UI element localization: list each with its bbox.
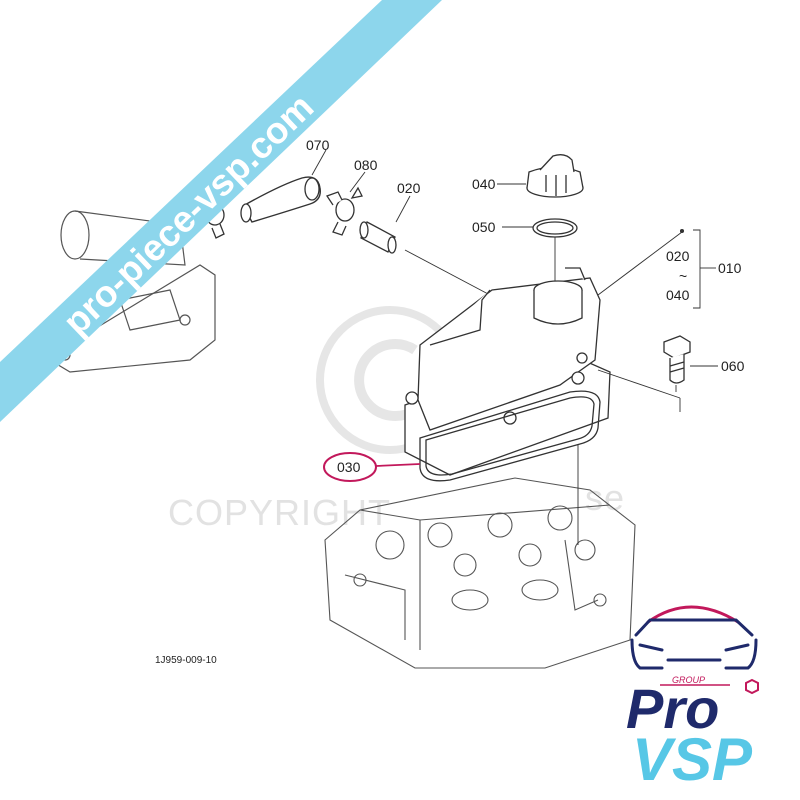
callout-050: 050 — [472, 219, 496, 235]
website-banner: pro-piece-vsp.com — [0, 0, 442, 422]
o-ring-050 — [532, 218, 578, 238]
callout-070: 070 — [306, 137, 330, 153]
callout-010: 010 — [718, 260, 742, 276]
hex-nut-icon — [745, 678, 759, 695]
logo-pro-text: Pro — [626, 677, 719, 740]
copyright-trailing-text: se — [585, 477, 625, 518]
logo-group-label: GROUP — [672, 675, 705, 685]
head-cover-010 — [404, 267, 611, 476]
hose-clamp-080 — [326, 186, 363, 236]
callout-040-range: 040 — [666, 287, 690, 303]
car-outline-icon — [630, 605, 758, 670]
callout-leader-lines — [311, 149, 718, 412]
breather-pipe-020 — [359, 221, 397, 254]
head-cover-gasket-030 — [419, 390, 601, 482]
callout-030: 030 — [337, 459, 361, 475]
highlighted-callout-030: 030 — [323, 452, 421, 482]
oil-filler-cap-040 — [526, 154, 584, 198]
assembly-line-hose — [404, 249, 491, 296]
copyright-text: COPYRIGHT — [168, 492, 391, 533]
callout-060: 060 — [721, 358, 745, 374]
callout-020-pipe: 020 — [397, 180, 421, 196]
callout-020-range: 020 — [666, 248, 690, 264]
range-tilde: ~ — [679, 268, 687, 284]
banner-strip — [0, 0, 442, 422]
callout-labels: 070 080 020 040 050 020 ~ 040 010 060 — [306, 137, 745, 374]
logo-vsp-text: VSP — [632, 726, 753, 793]
callout-040: 040 — [472, 176, 496, 192]
callout-080: 080 — [354, 157, 378, 173]
highlight-leader — [375, 463, 421, 467]
diagram-reference-code: 1J959-009-10 — [155, 655, 217, 666]
cylinder-head — [324, 445, 636, 669]
copyright-watermark: COPYRIGHT se — [168, 306, 625, 533]
bolt-060 — [663, 335, 691, 384]
provsp-logo: GROUP Pro VSP — [626, 605, 759, 793]
copyright-c-glyph — [354, 339, 418, 421]
banner-url: pro-piece-vsp.com — [55, 86, 321, 343]
breather-hose-070 — [240, 176, 321, 223]
highlight-oval — [323, 452, 377, 482]
